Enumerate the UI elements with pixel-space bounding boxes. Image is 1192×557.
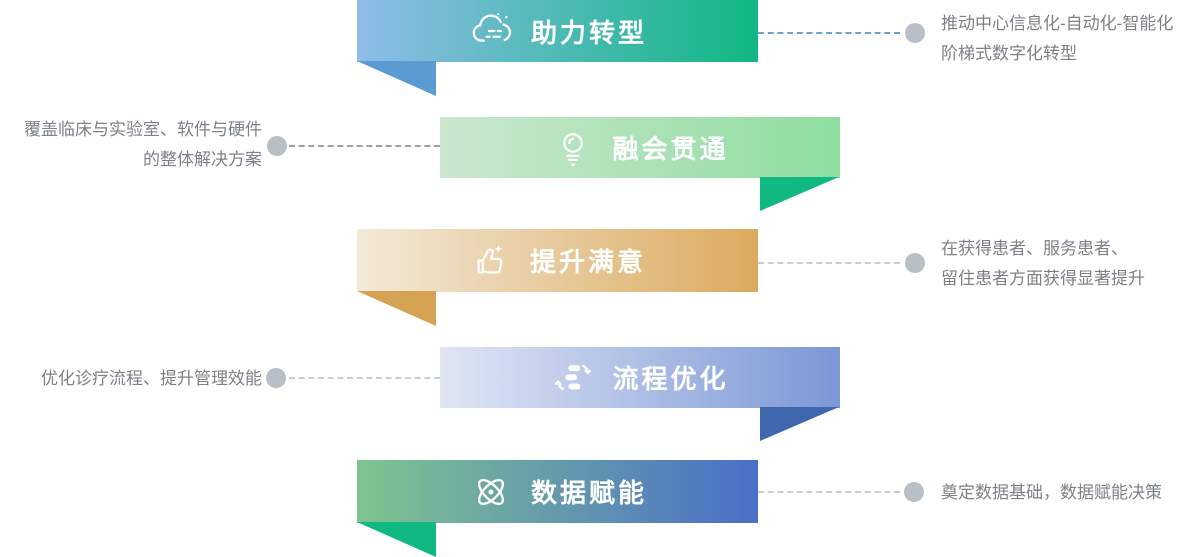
connector-dot	[267, 136, 287, 156]
thumbs-up-icon	[469, 239, 513, 283]
connector-line	[758, 262, 900, 264]
note-text: 优化诊疗流程、提升管理效能	[41, 369, 262, 388]
banner-title: 提升满意	[529, 247, 646, 277]
banner-title: 流程优化	[612, 364, 729, 394]
connector-dot	[904, 482, 924, 502]
connector-line	[758, 32, 900, 34]
banner-transformation: 助力转型	[357, 0, 758, 62]
connector-line	[758, 491, 900, 493]
ribbon-fold	[357, 61, 436, 96]
ribbon-fold	[357, 291, 436, 326]
connector-dot	[905, 23, 925, 43]
process-flow-icon	[551, 356, 595, 400]
banner-title: 融会贯通	[612, 134, 729, 164]
banner-title: 助力转型	[530, 17, 647, 48]
banner-title: 数据赋能	[530, 478, 647, 508]
connector-dot	[905, 253, 925, 273]
note-text: 推动中心信息化-自动化-智能化 阶梯式数字化转型	[941, 14, 1174, 63]
connector-line	[289, 145, 440, 147]
banner-satisfaction: 提升满意	[357, 229, 758, 292]
lightbulb-icon	[551, 126, 595, 170]
note-text: 奠定数据基础，数据赋能决策	[941, 483, 1162, 502]
banner-data: 数据赋能	[357, 460, 758, 523]
ribbon-fold	[760, 407, 839, 441]
ribbon-fold	[357, 522, 436, 557]
connector-dot	[266, 368, 286, 388]
note-text: 在获得患者、服务患者、 留住患者方面获得显著提升	[941, 239, 1145, 288]
cloud-transformation-icon	[468, 8, 514, 54]
note-text: 覆盖临床与实验室、软件与硬件 的整体解决方案	[24, 120, 262, 169]
banner-process: 流程优化	[440, 347, 840, 408]
connector-line	[289, 377, 440, 379]
ribbon-fold	[760, 177, 839, 211]
banner-integration: 融会贯通	[440, 117, 840, 178]
atom-icon	[468, 469, 514, 515]
